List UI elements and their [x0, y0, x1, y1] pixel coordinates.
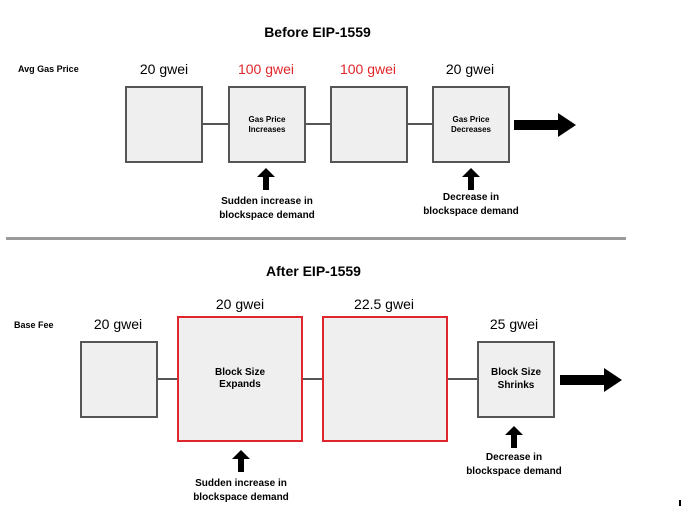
after-block-4: Block Size Shrinks: [477, 341, 555, 418]
after-block-2: Block Size Expands: [177, 316, 303, 442]
before-block-4: Gas Price Decreases: [432, 86, 510, 163]
before-price-4: 20 gwei: [445, 61, 495, 77]
before-price-3: 100 gwei: [339, 61, 397, 77]
before-block-4-text: Gas Price Decreases: [450, 114, 492, 134]
before-up-arrow-icon-1: [257, 168, 275, 190]
before-price-2: 100 gwei: [237, 61, 295, 77]
before-block-3: [330, 86, 408, 163]
after-connector-1: [157, 378, 179, 380]
after-caption-1: Sudden increase in blockspace demand: [193, 478, 289, 503]
before-connector-1: [203, 123, 230, 125]
after-connector-2: [302, 378, 324, 380]
before-block-2: Gas Price Increases: [228, 86, 306, 163]
before-up-arrow-icon-2: [462, 168, 480, 190]
after-title: After EIP-1559: [266, 263, 361, 279]
before-block-1: [125, 86, 203, 163]
after-block-2-text: Block Size Expands: [214, 366, 266, 391]
after-connector-3: [447, 378, 479, 380]
before-right-arrow-icon: [514, 113, 576, 137]
after-price-3: 22.5 gwei: [354, 296, 414, 312]
after-block-3: [322, 316, 448, 442]
before-title: Before EIP-1559: [264, 24, 371, 40]
corner-mark: [679, 500, 681, 506]
before-caption-2: Decrease in blockspace demand: [423, 192, 519, 217]
before-price-1: 20 gwei: [139, 61, 189, 77]
before-caption-1: Sudden increase in blockspace demand: [219, 196, 315, 221]
before-connector-3: [407, 123, 434, 125]
after-right-arrow-icon: [560, 368, 622, 392]
after-price-1: 20 gwei: [93, 316, 143, 332]
before-block-2-text: Gas Price Increases: [248, 114, 286, 134]
before-row-label: Avg Gas Price: [18, 64, 79, 74]
after-caption-2: Decrease in blockspace demand: [466, 452, 562, 477]
after-price-2: 20 gwei: [215, 296, 265, 312]
after-up-arrow-icon-2: [505, 426, 523, 448]
after-up-arrow-icon-1: [232, 450, 250, 472]
after-block-1: [80, 341, 158, 418]
after-row-label: Base Fee: [14, 320, 54, 330]
after-block-4-text: Block Size Shrinks: [490, 367, 542, 391]
after-price-4: 25 gwei: [489, 316, 539, 332]
before-connector-2: [305, 123, 332, 125]
section-divider: [6, 237, 626, 240]
